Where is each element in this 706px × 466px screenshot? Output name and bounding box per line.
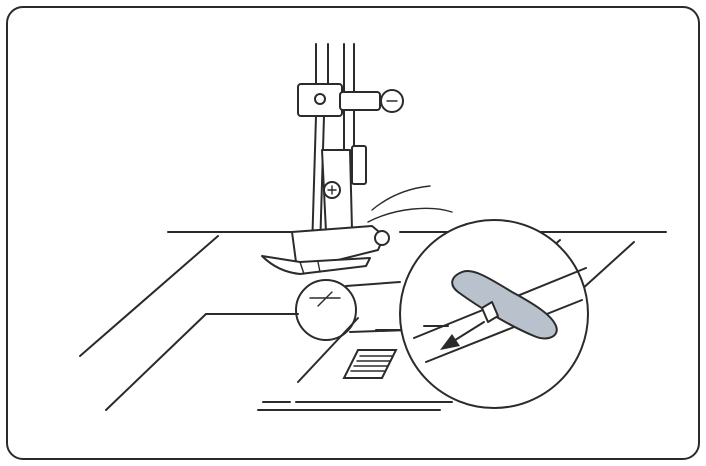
magnified-callout xyxy=(399,219,589,409)
lever-icon xyxy=(451,270,558,340)
presser-foot-sole xyxy=(261,255,371,275)
feed-dog xyxy=(342,349,398,379)
thread-curves xyxy=(367,185,453,223)
frame-border xyxy=(6,6,700,460)
focus-circle xyxy=(295,279,357,341)
needle-assembly xyxy=(261,43,404,275)
arrow-shaft xyxy=(451,321,485,343)
arrow-down-left-icon xyxy=(440,334,460,350)
callout-connector xyxy=(345,281,411,333)
